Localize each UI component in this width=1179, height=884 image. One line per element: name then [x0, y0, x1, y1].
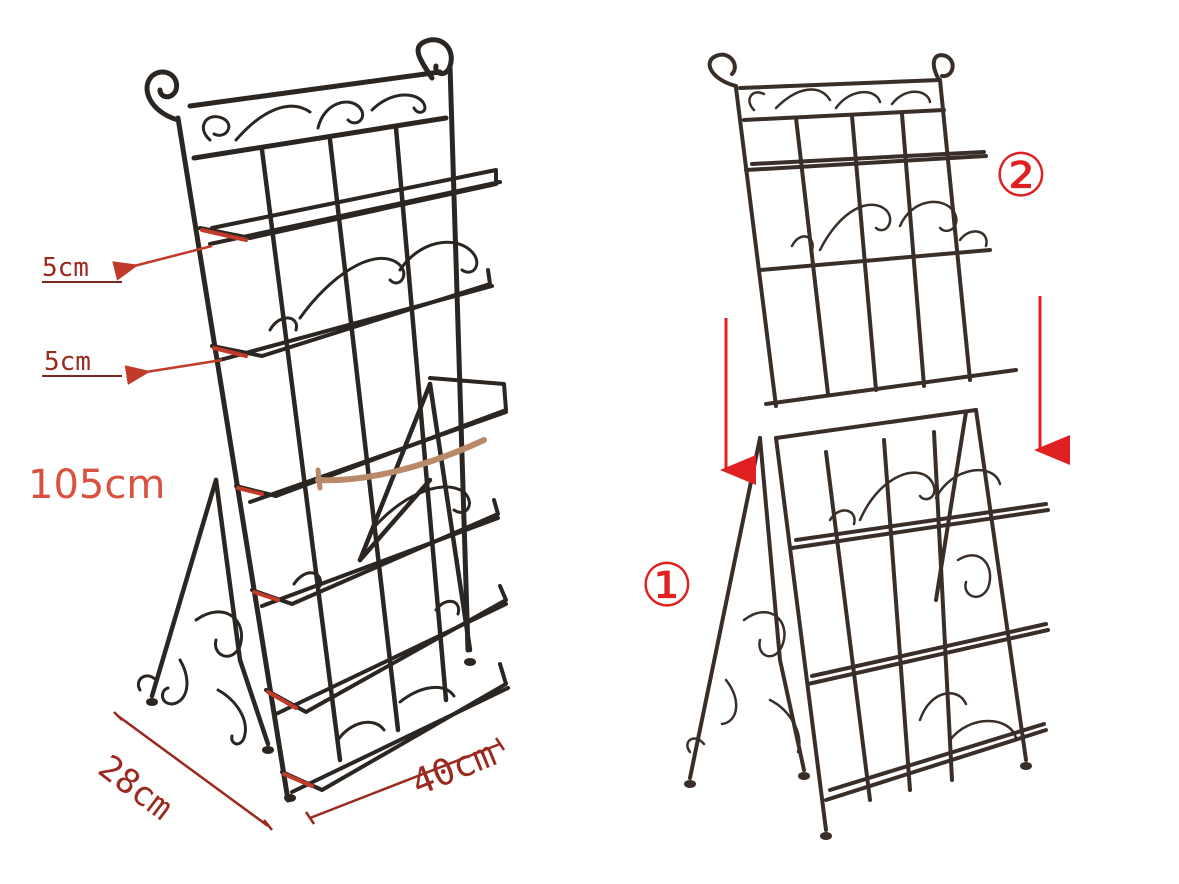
rack-left-rail [175, 115, 291, 803]
rack-feet [146, 658, 476, 802]
rear-stand [149, 381, 473, 747]
stand-scroll-ornaments [137, 610, 247, 746]
shelf-2 [210, 268, 492, 358]
step-two-label: ② [994, 141, 1048, 211]
shelf-joint-markers [200, 228, 314, 788]
lower-spacing-arrow [124, 358, 223, 385]
lower-shelf-spacing-label: 5cm [44, 347, 91, 377]
assembled-rack [137, 37, 510, 803]
top-panel-part [707, 52, 1018, 408]
upper-spacing-arrow [112, 244, 213, 281]
step-one-label: ① [640, 551, 694, 621]
width-dimension-line [309, 742, 501, 820]
rack-header-bar [191, 115, 449, 161]
hanging-bracket [315, 437, 487, 484]
depth-label: 28cm [91, 747, 180, 828]
dimension-annotations [42, 244, 506, 831]
rack-top-bar [187, 69, 443, 109]
base-part [684, 408, 1050, 840]
depth-dimension-line [117, 714, 269, 828]
shelf-scroll-ornaments [268, 240, 479, 742]
rack-right-rail [447, 63, 471, 653]
height-label: 105cm [28, 462, 165, 508]
rack-vertical-bars [259, 125, 449, 763]
assembly-arrows [720, 296, 1070, 485]
width-label: 40cm [406, 734, 502, 804]
left-finial [144, 69, 181, 123]
header-scroll-ornament [201, 93, 427, 142]
shelf-1 [198, 168, 498, 240]
upper-shelf-spacing-label: 5cm [42, 253, 89, 283]
rack-shelves [198, 168, 510, 794]
